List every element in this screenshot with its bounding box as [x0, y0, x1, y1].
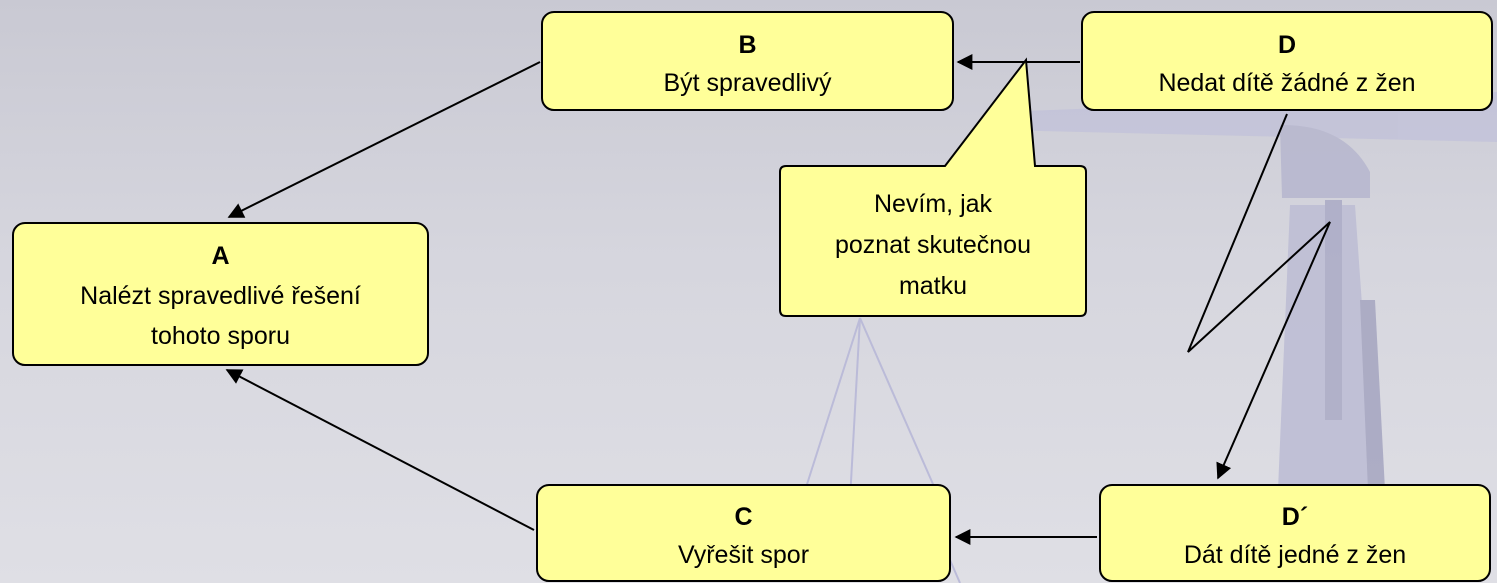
- scales-string-2: [849, 317, 861, 501]
- callout-line-3: matku: [899, 272, 967, 300]
- node-box-d-frame: [1081, 11, 1493, 111]
- scales-string-4: [949, 559, 961, 583]
- node-box-a-line1: Nalézt spravedlivé řešení: [80, 282, 361, 310]
- node-box-a: A Nalézt spravedlivé řešení tohoto sporu: [12, 222, 429, 366]
- scales-left-arm: [1325, 200, 1342, 420]
- node-box-c-text: Vyřešit spor: [678, 541, 809, 569]
- callout-bubble-shape: [779, 57, 1087, 317]
- node-box-a-frame: [12, 222, 429, 366]
- node-box-d-text: Nedat dítě žádné z žen: [1158, 69, 1415, 97]
- callout-line-1: Nevím, jak: [874, 190, 993, 218]
- node-box-a-line2: tohoto sporu: [151, 322, 290, 350]
- lightning-conflict-icon: [1187, 113, 1331, 480]
- scales-top-cap: [1280, 124, 1370, 198]
- node-box-c-frame: [536, 484, 951, 582]
- node-box-b-title: B: [738, 31, 756, 59]
- node-box-d-prime: D´ Dát dítě jedné z žen: [1099, 484, 1491, 582]
- scales-right-leg: [1360, 300, 1385, 490]
- node-box-d-prime-text: Dát dítě jedné z žen: [1184, 541, 1406, 569]
- arrow-c-to-a: [225, 369, 535, 531]
- node-box-b: B Být spravedlivý: [541, 11, 954, 111]
- node-box-d-prime-frame: [1099, 484, 1491, 582]
- node-box-c-title: C: [734, 503, 752, 531]
- connection-lines: [225, 54, 1331, 545]
- arrow-b-to-a: [227, 61, 541, 218]
- node-box-c: C Vyřešit spor: [536, 484, 951, 582]
- node-box-b-frame: [541, 11, 954, 111]
- node-box-d: D Nedat dítě žádné z žen: [1081, 11, 1493, 111]
- node-box-a-title: A: [211, 242, 229, 270]
- callout-line-2: poznat skutečnou: [835, 231, 1031, 259]
- node-box-b-text: Být spravedlivý: [663, 69, 832, 97]
- scales-string-1: [801, 317, 861, 501]
- callout-bubble: Nevím, jak poznat skutečnou matku: [779, 57, 1087, 317]
- node-box-d-prime-title: D´: [1282, 503, 1308, 531]
- node-box-d-title: D: [1278, 31, 1296, 59]
- scales-string-3: [859, 317, 941, 501]
